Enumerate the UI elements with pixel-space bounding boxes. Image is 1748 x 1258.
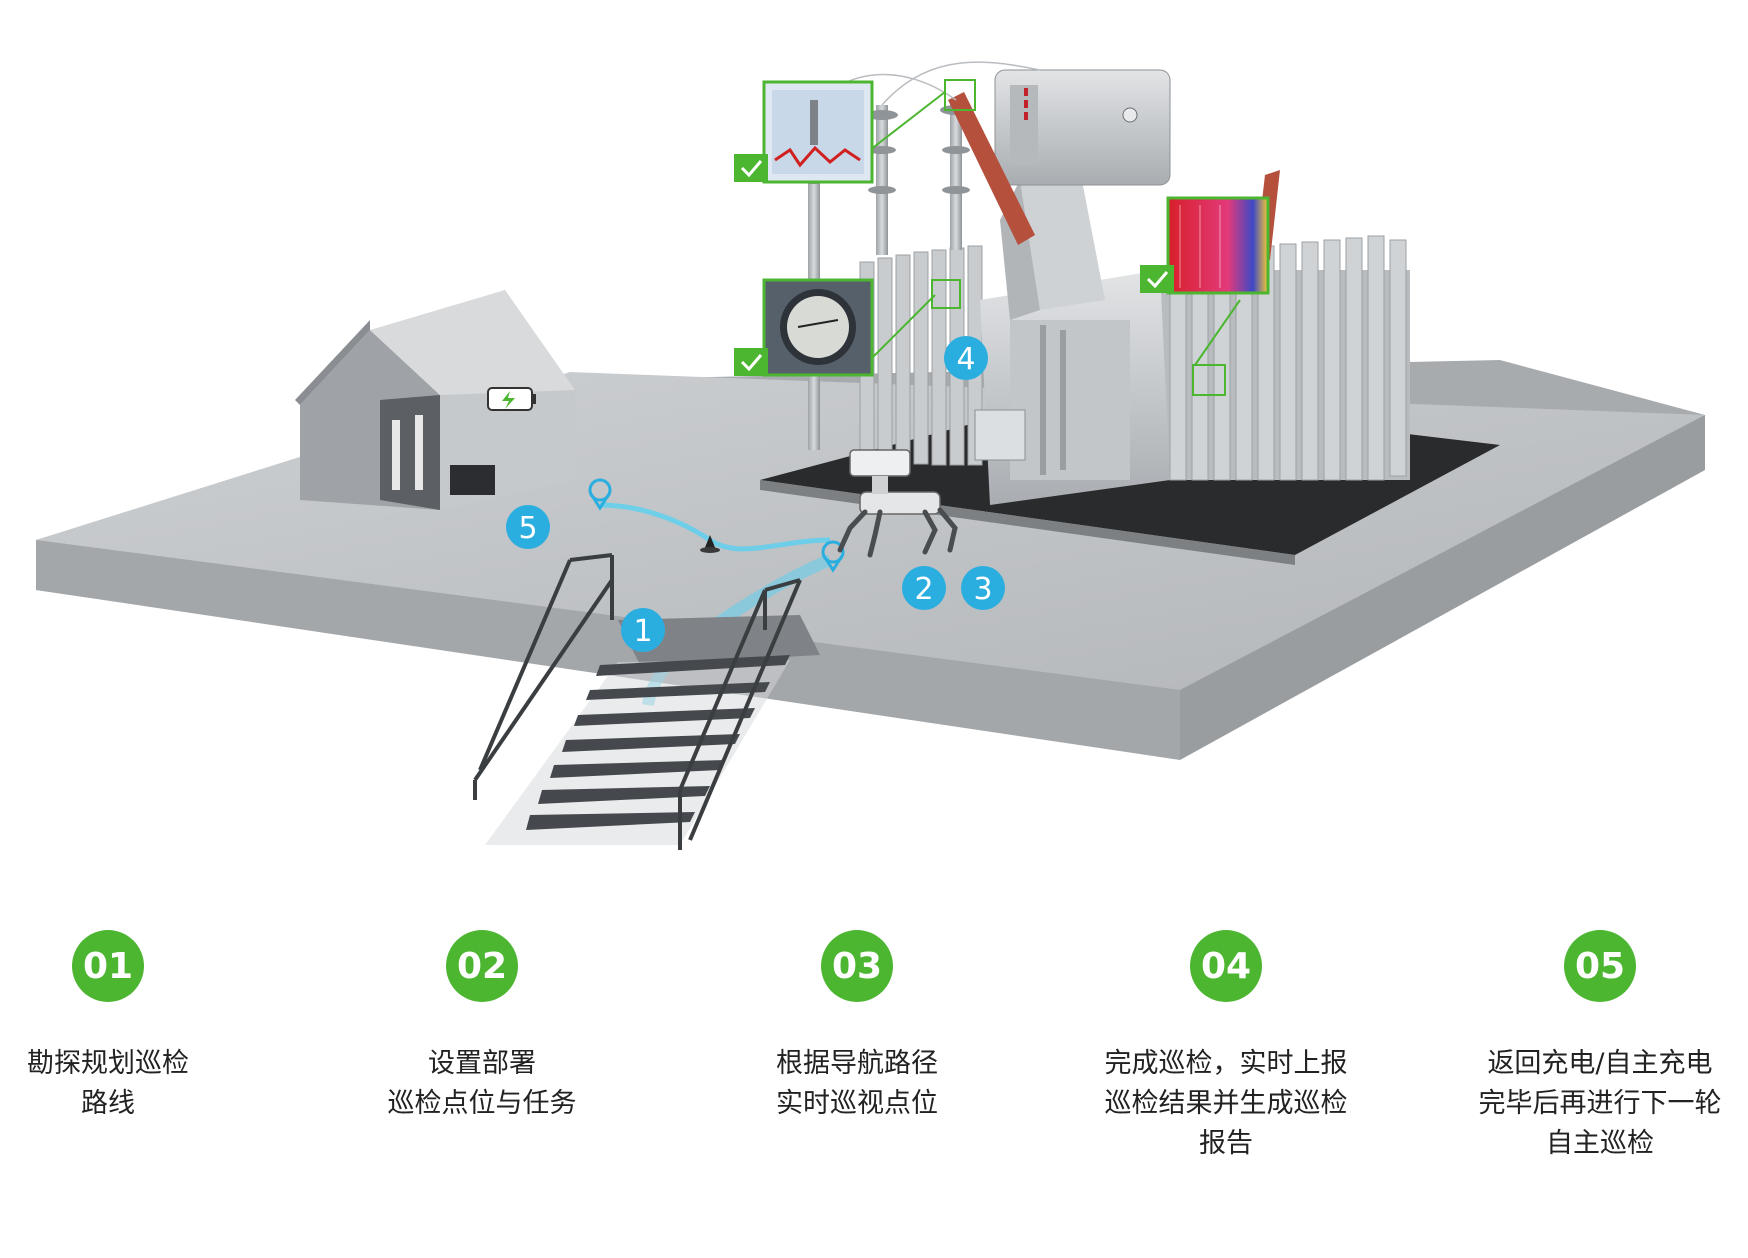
svg-text:1: 1 bbox=[633, 614, 652, 649]
step-description: 设置部署 巡检点位与任务 bbox=[387, 1048, 577, 1119]
charging-house-icon bbox=[295, 290, 575, 510]
step-number-badge: 01 bbox=[72, 930, 144, 1002]
step-number-badge: 05 bbox=[1564, 930, 1636, 1002]
svg-text:5: 5 bbox=[518, 511, 537, 546]
step-03: 03 根据导航路径 实时巡视点位 bbox=[697, 930, 1017, 1124]
svg-text:2: 2 bbox=[914, 572, 933, 607]
step-description: 勘探规划巡检 路线 bbox=[27, 1048, 189, 1119]
staircase-icon bbox=[473, 553, 820, 850]
robot-dog-icon bbox=[837, 449, 958, 558]
step-01: 01 勘探规划巡检 路线 bbox=[0, 930, 268, 1124]
check-icon bbox=[734, 154, 768, 182]
check-icon bbox=[734, 348, 768, 376]
transformer-icon bbox=[798, 61, 1410, 505]
check-icon bbox=[1140, 265, 1174, 293]
inspection-callout-insulator bbox=[734, 79, 976, 184]
location-pin-icon bbox=[588, 478, 612, 511]
inspection-callout-gauge bbox=[734, 278, 961, 377]
step-02: 02 设置部署 巡检点位与任务 bbox=[322, 930, 642, 1124]
svg-text:3: 3 bbox=[973, 572, 992, 607]
step-description: 返回充电/自主充电 完毕后再进行下一轮 自主巡检 bbox=[1478, 1048, 1722, 1159]
step-number-badge: 04 bbox=[1190, 930, 1262, 1002]
step-marker-2: 2 bbox=[902, 566, 946, 610]
step-04: 04 完成巡检，实时上报 巡检结果并生成巡检 报告 bbox=[1066, 930, 1386, 1164]
location-pin-icon bbox=[821, 540, 845, 573]
battery-icon bbox=[487, 387, 536, 411]
step-description: 完成巡检，实时上报 巡检结果并生成巡检 报告 bbox=[1104, 1048, 1348, 1159]
step-marker-4: 4 bbox=[944, 336, 988, 380]
step-marker-3: 3 bbox=[961, 566, 1005, 610]
svg-text:4: 4 bbox=[956, 342, 975, 377]
step-marker-5: 5 bbox=[506, 505, 550, 549]
step-number-badge: 03 bbox=[821, 930, 893, 1002]
step-05: 05 返回充电/自主充电 完毕后再进行下一轮 自主巡检 bbox=[1440, 930, 1748, 1164]
inspection-callout-thermal bbox=[1140, 196, 1270, 396]
substation-scene: 1 2 3 4 5 bbox=[36, 61, 1705, 850]
steps-legend: 01 勘探规划巡检 路线 02 设置部署 巡检点位与任务 03 根据导航路径 实… bbox=[0, 930, 1748, 1230]
step-description: 根据导航路径 实时巡视点位 bbox=[776, 1048, 938, 1119]
step-marker-1: 1 bbox=[621, 608, 665, 652]
step-number-badge: 02 bbox=[446, 930, 518, 1002]
